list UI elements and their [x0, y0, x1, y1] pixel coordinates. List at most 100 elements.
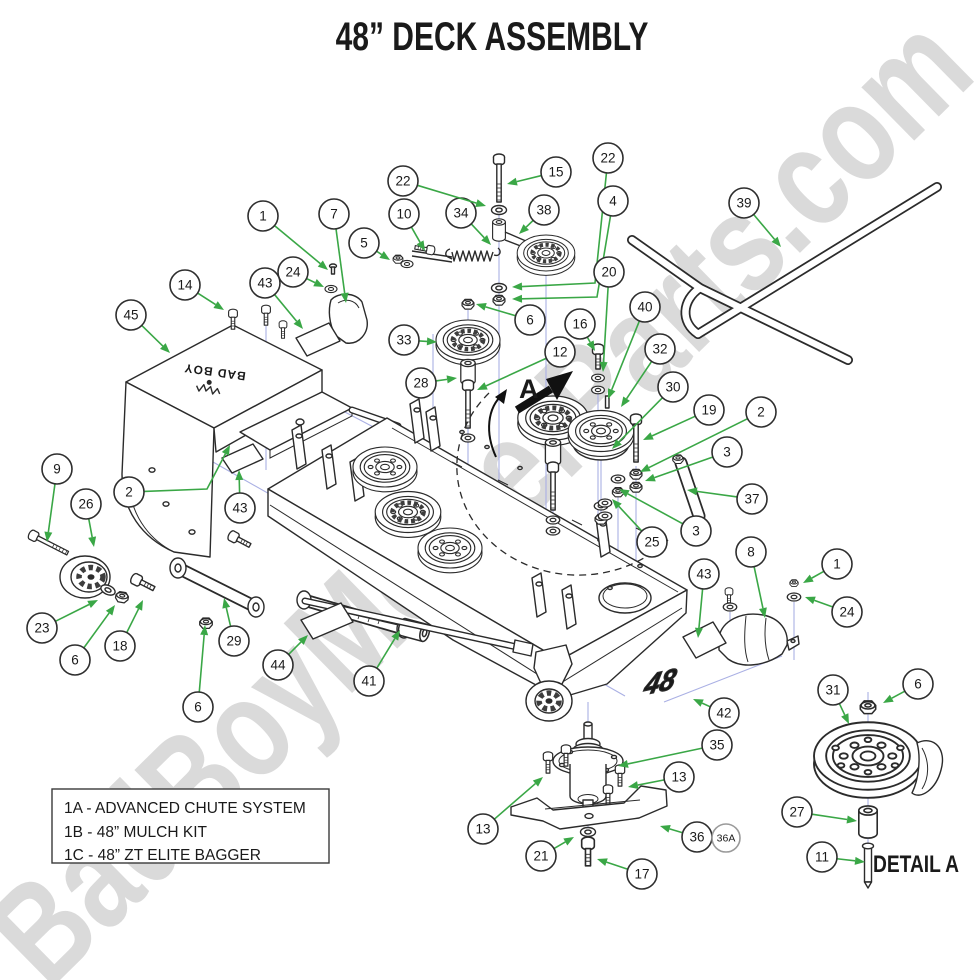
svg-text:23: 23 [34, 621, 49, 636]
callout-4: 4 [512, 185, 629, 303]
svg-text:21: 21 [533, 849, 548, 864]
callout-26: 26 [70, 488, 102, 547]
svg-text:22: 22 [600, 151, 615, 166]
callout-22: 22 [387, 165, 486, 207]
svg-text:42: 42 [716, 706, 731, 721]
callout-43: 43 [688, 558, 720, 638]
callout-2: 2 [113, 445, 230, 508]
callout-7: 7 [318, 198, 350, 303]
callout-1: 1 [803, 548, 853, 583]
view-a-pulleys [517, 343, 635, 536]
svg-text:7: 7 [330, 207, 338, 222]
callout-29: 29 [218, 598, 250, 657]
svg-text:45: 45 [123, 308, 138, 323]
callout-35: 35 [618, 729, 733, 768]
svg-text:30: 30 [665, 380, 680, 395]
svg-text:16: 16 [572, 317, 587, 332]
callout-11: 11 [806, 841, 865, 873]
callout-33: 33 [388, 324, 437, 356]
caster-wheel [525, 680, 573, 722]
callout-24: 24 [277, 256, 324, 288]
svg-text:48: 48 [640, 662, 680, 702]
chute-hardware [228, 263, 338, 339]
callout-6: 6 [476, 303, 546, 336]
decal-stickers [221, 322, 727, 659]
callout-37: 37 [687, 483, 768, 515]
svg-text:8: 8 [747, 545, 755, 560]
svg-text:6: 6 [526, 313, 534, 328]
svg-text:40: 40 [637, 300, 652, 315]
svg-text:35: 35 [709, 738, 724, 753]
svg-text:34: 34 [453, 206, 469, 221]
svg-text:36: 36 [689, 830, 704, 845]
svg-text:37: 37 [744, 492, 759, 507]
callout-38: 38 [519, 194, 560, 234]
deck-belt-drawing [627, 182, 942, 365]
svg-text:44: 44 [270, 658, 286, 673]
callout-6: 6 [182, 625, 214, 723]
callout-27: 27 [781, 796, 857, 828]
svg-text:1: 1 [259, 209, 267, 224]
callout-32: 32 [621, 333, 676, 407]
callout-21: 21 [525, 837, 574, 872]
svg-text:5: 5 [360, 236, 368, 251]
callout-36: 36 [660, 821, 713, 853]
svg-text:3: 3 [723, 445, 731, 460]
callout-2: 2 [640, 396, 777, 472]
callout-6: 6 [883, 668, 934, 703]
svg-text:13: 13 [475, 822, 490, 837]
svg-text:6: 6 [194, 700, 202, 715]
svg-text:29: 29 [226, 634, 241, 649]
svg-text:2: 2 [757, 405, 765, 420]
discharge-cover-drawing [718, 579, 802, 666]
callout-23: 23 [26, 600, 98, 644]
callout-8: 8 [735, 536, 767, 618]
svg-text:4: 4 [609, 194, 617, 209]
legend-box: 1A - ADVANCED CHUTE SYSTEM 1B - 48” MULC… [51, 788, 330, 864]
svg-text:39: 39 [736, 196, 751, 211]
callout-36A: 36A [711, 823, 741, 853]
deck-drawing: 48 [267, 398, 688, 722]
callout-43: 43 [224, 470, 256, 524]
svg-text:20: 20 [601, 265, 616, 280]
callout-42: 42 [693, 697, 740, 729]
spindle-blade-drawing [510, 721, 668, 867]
svg-text:41: 41 [361, 674, 376, 689]
callout-20: 20 [593, 256, 625, 372]
svg-text:22: 22 [395, 174, 410, 189]
svg-text:10: 10 [396, 207, 411, 222]
callout-24: 24 [805, 596, 863, 628]
callout-17: 17 [597, 858, 658, 890]
callout-31: 31 [817, 674, 849, 724]
svg-text:9: 9 [53, 462, 61, 477]
callout-28: 28 [405, 367, 457, 399]
svg-text:DETAIL A: DETAIL A [873, 850, 959, 878]
svg-text:17: 17 [634, 867, 649, 882]
detail-a-drawing [813, 700, 944, 889]
legend-line-3: 1C - 48” ZT ELITE BAGGER [64, 847, 261, 864]
svg-text:26: 26 [78, 497, 93, 512]
callout-41: 41 [353, 630, 400, 697]
callout-34: 34 [445, 197, 491, 245]
callout-3: 3 [619, 489, 712, 547]
callout-43: 43 [249, 267, 303, 329]
callout-18: 18 [104, 600, 143, 662]
callout-30: 30 [612, 371, 689, 449]
view-a-indicator: A [456, 371, 669, 576]
callout-14: 14 [169, 269, 224, 310]
spindle-stack-drawing [435, 319, 501, 443]
svg-text:31: 31 [825, 683, 840, 698]
svg-text:11: 11 [815, 850, 829, 865]
page-title: 48” DECK ASSEMBLY [336, 15, 649, 59]
svg-text:24: 24 [839, 605, 855, 620]
svg-text:14: 14 [177, 278, 193, 293]
svg-text:24: 24 [285, 265, 301, 280]
callout-9: 9 [41, 453, 73, 542]
callout-5: 5 [348, 227, 390, 260]
callout-6: 6 [59, 605, 115, 676]
deck-decal-48: 48 [640, 662, 681, 704]
svg-text:38: 38 [536, 203, 551, 218]
svg-text:28: 28 [413, 376, 428, 391]
